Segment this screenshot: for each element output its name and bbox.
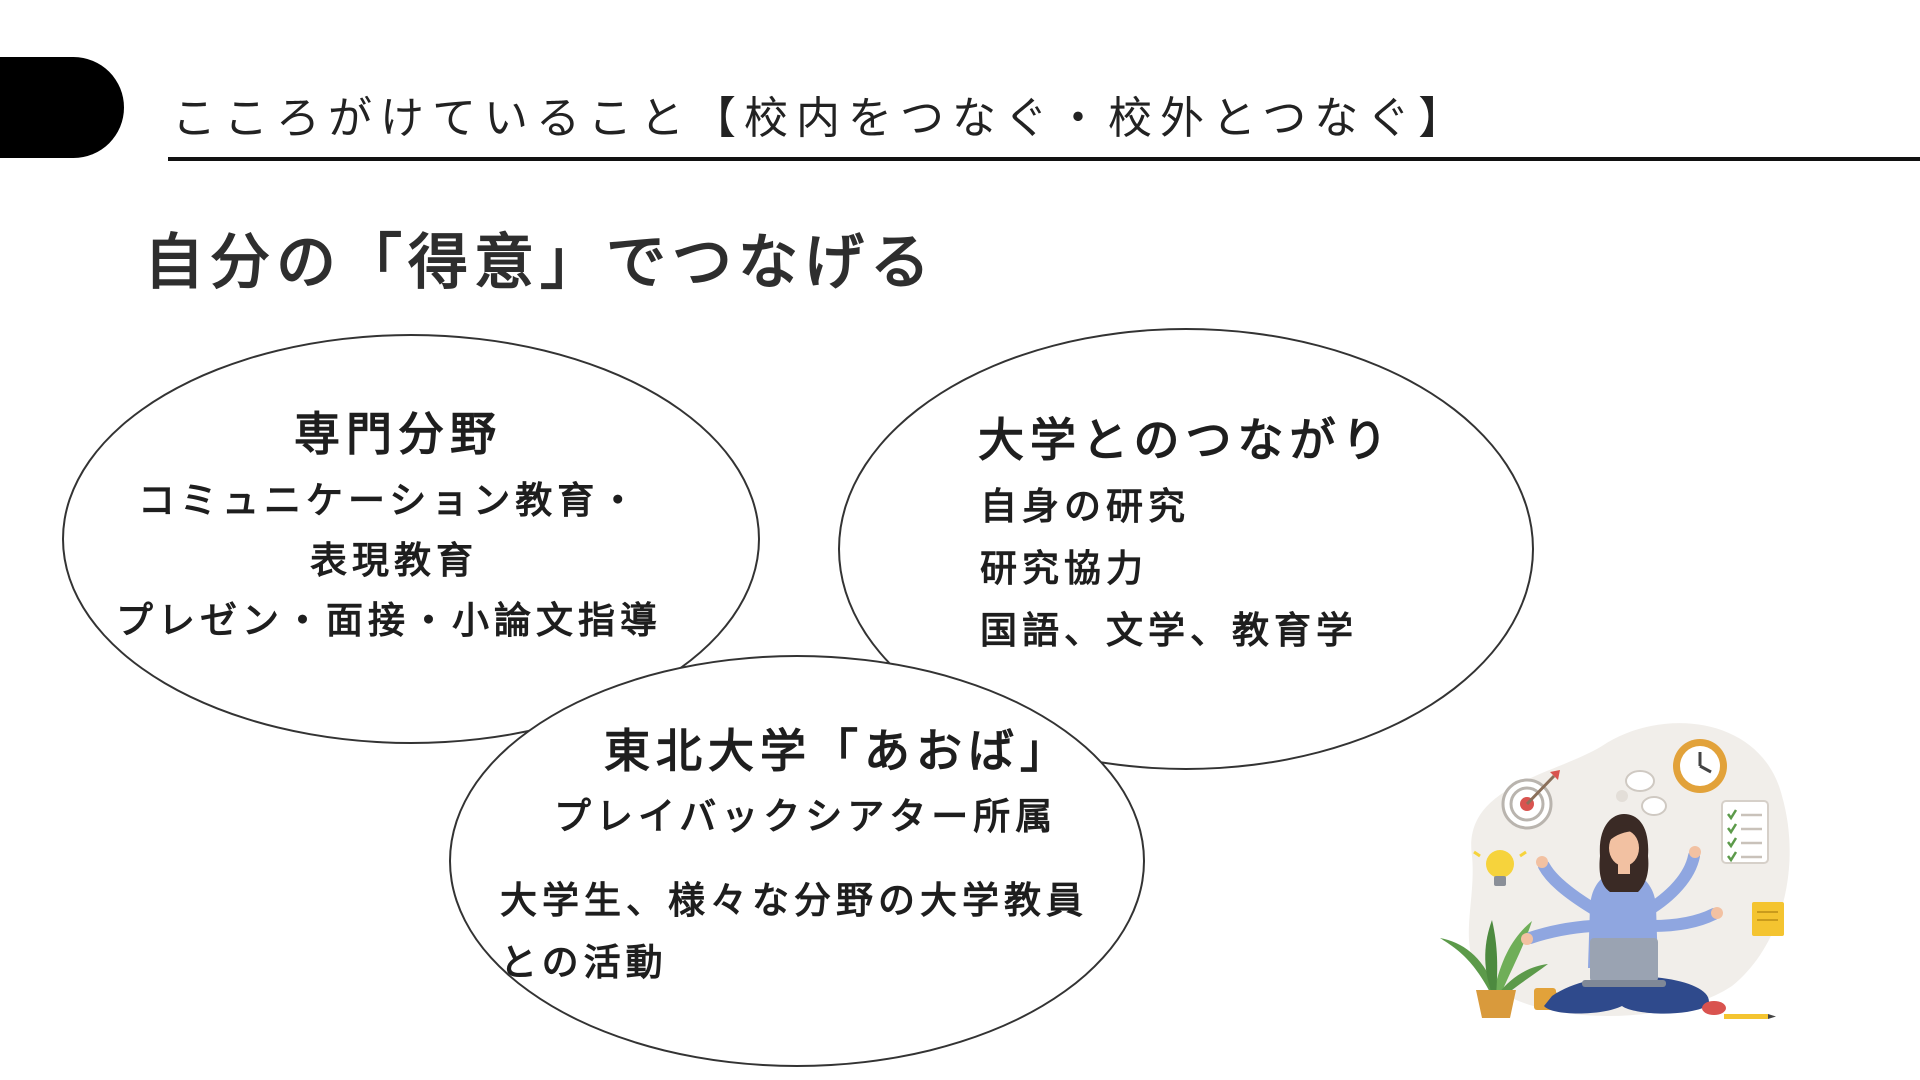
lightbulb-icon [1473,850,1527,886]
aoba-heading: 東北大学「あおば」 [604,724,1072,778]
header-divider [168,157,1920,161]
slide-subtitle: 自分の「得意」でつなげる [144,228,936,298]
university-heading: 大学とのつながり [978,413,1394,467]
aoba-line-2: 大学生、様々な分野の大学教員 [500,879,1088,922]
checklist-icon [1721,800,1769,864]
university-line-1: 自身の研究 [980,485,1190,528]
aoba-bubble [449,655,1145,1067]
clock-icon [1673,739,1727,793]
aoba-line-1: プレイバックシアター所属 [554,795,1058,838]
person-figure [1521,814,1726,1015]
header-title: こころがけていること【校内をつなぐ・校外とつなぐ】 [172,93,1471,144]
header-tab-shape [0,57,124,158]
university-line-2: 研究協力 [980,547,1148,590]
specialty-line-3: プレゼン・面接・小論文指導 [116,599,662,642]
pencil-icon [1724,1014,1776,1019]
university-line-3: 国語、文学、教育学 [980,609,1358,652]
specialty-heading: 専門分野 [294,407,502,461]
sticky-note-icon [1752,902,1784,936]
chat-bubble-icon [1625,770,1667,816]
multitasking-illustration [1440,723,1790,1019]
target-icon [1501,770,1560,830]
aoba-line-3: との活動 [500,941,668,984]
laptop-icon [1582,938,1666,987]
specialty-line-2: 表現教育 [310,539,478,582]
specialty-line-1: コミュニケーション教育・ [138,479,642,522]
